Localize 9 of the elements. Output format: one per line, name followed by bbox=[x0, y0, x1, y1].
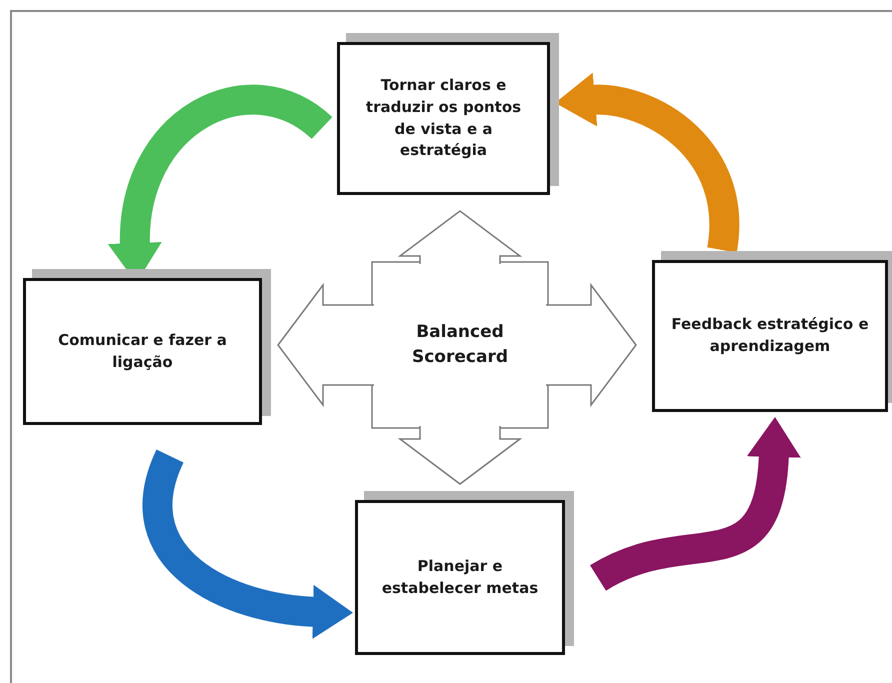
block-arrow bbox=[277, 282, 375, 408]
block-arrow bbox=[545, 282, 637, 408]
box-text: Feedback estratégico e aprendizagem bbox=[671, 314, 869, 357]
block-arrow bbox=[398, 210, 522, 265]
box-text: Planejar e estabelecer metas bbox=[380, 556, 540, 598]
box-text: Comunicar e fazer a ligação bbox=[57, 330, 228, 372]
box-text: Tornar claros e traduzir os pontos de vista e a estratégia bbox=[364, 75, 522, 162]
block-arrow bbox=[398, 425, 522, 485]
box-text: Balanced Scorecard bbox=[410, 321, 509, 369]
